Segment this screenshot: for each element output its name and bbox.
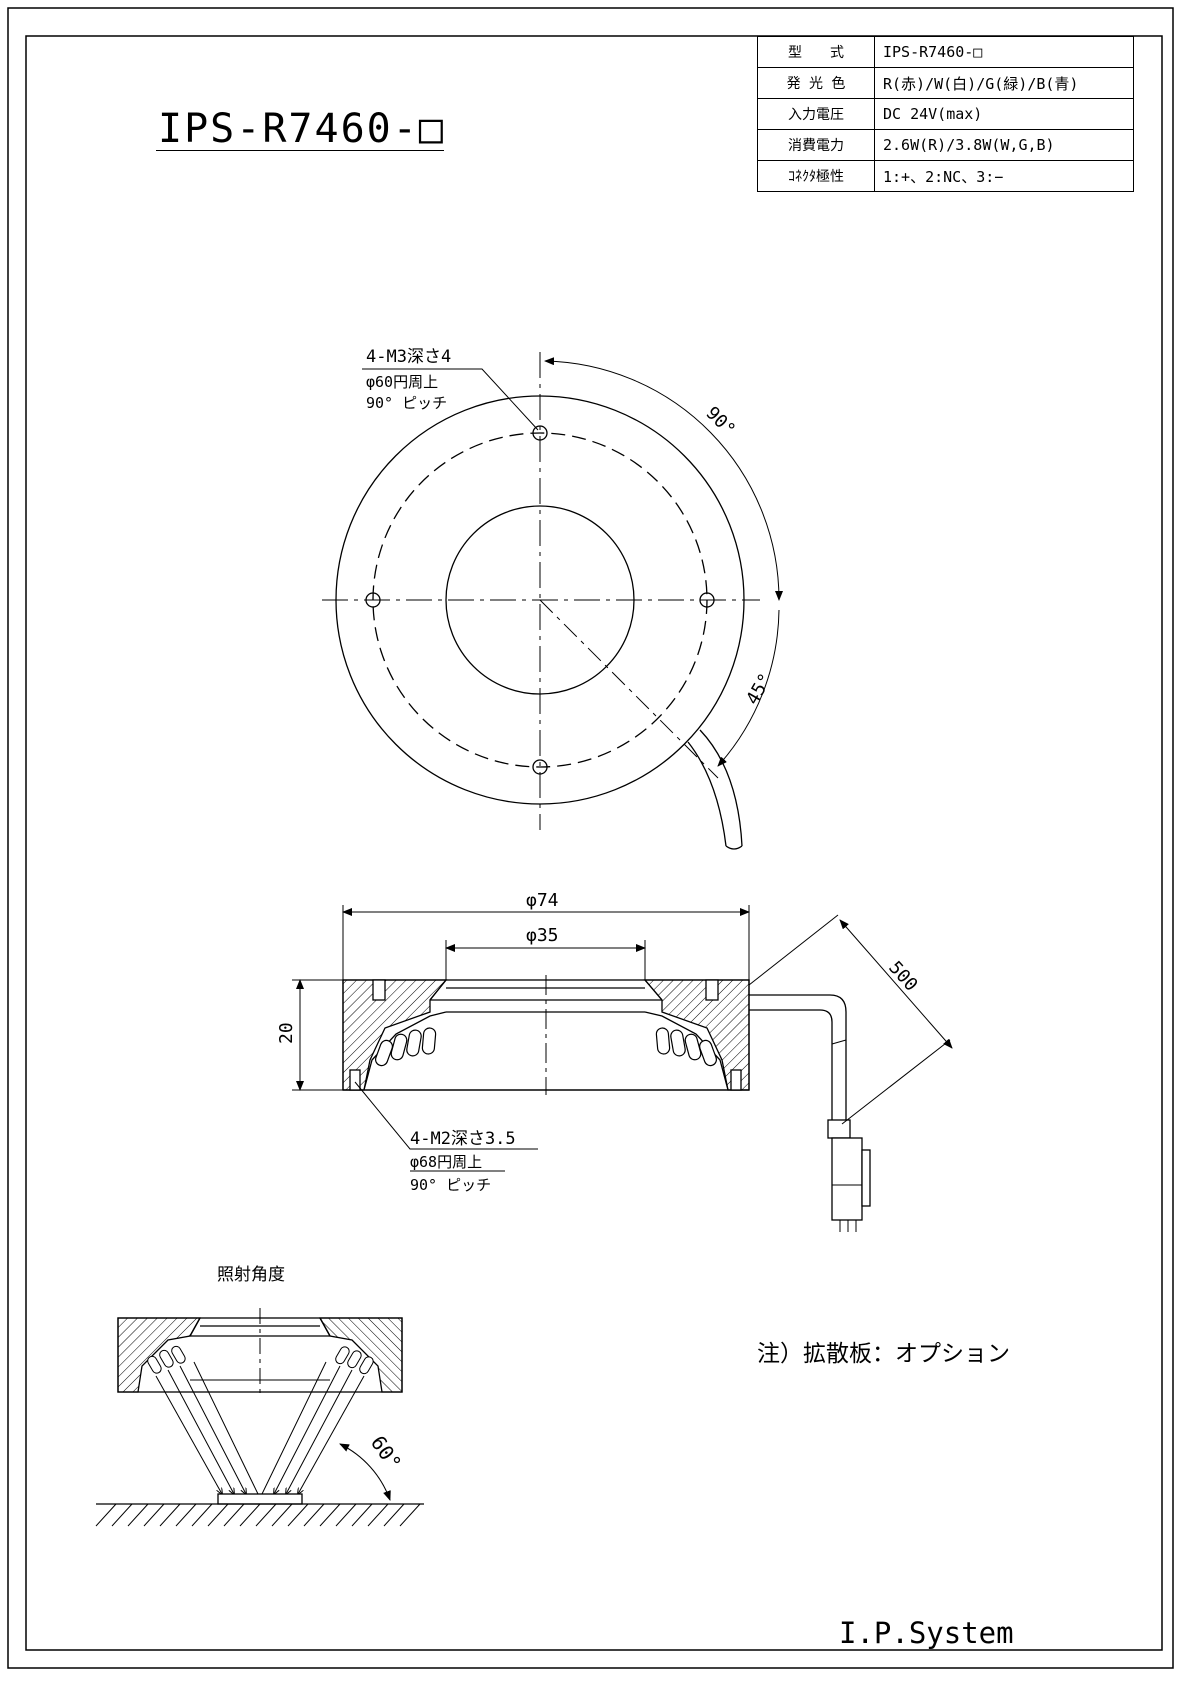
spec-key: ｺﾈｸﾀ極性	[757, 160, 875, 192]
dim-500-label: 500	[884, 957, 921, 995]
top-hole-note-2: φ60円周上	[366, 373, 438, 391]
title-underline	[156, 150, 444, 151]
spec-key: 型 式	[757, 36, 875, 68]
cable	[699, 729, 743, 847]
angle-45-label: 45°	[742, 670, 776, 709]
side-hole-note-2: φ68円周上	[410, 1153, 482, 1171]
screw-hole	[705, 979, 719, 1001]
dim-20-label: 20	[276, 1022, 297, 1044]
sheet-border-outer	[7, 7, 1174, 1669]
screw-hole	[730, 1069, 742, 1091]
spec-value: DC 24V(max)	[874, 98, 1134, 130]
spec-key: 発 光 色	[757, 67, 875, 99]
side-view	[292, 905, 953, 1232]
dim-35-label: φ35	[526, 925, 559, 946]
top-hole-note-1: 4-M3深さ4	[366, 347, 451, 367]
mount-hole	[365, 592, 381, 608]
top-view	[322, 352, 783, 850]
side-hole-note-1: 4-M2深さ3.5	[410, 1129, 516, 1149]
sheet-border-inner	[25, 35, 1163, 1651]
spec-key: 入力電圧	[757, 98, 875, 130]
screw-hole	[349, 1069, 361, 1091]
dim-500-line	[839, 919, 953, 1049]
side-cable	[749, 1009, 833, 1120]
cable	[687, 741, 727, 847]
screw-hole	[372, 979, 386, 1001]
spec-value: 1:+、2:NC、3:−	[874, 160, 1134, 192]
angle-45-arc	[717, 609, 780, 767]
connector	[827, 1119, 851, 1139]
angle-section-title: 照射角度	[217, 1265, 285, 1285]
diffuser-note: 注）拡散板：オプション	[757, 1341, 1010, 1367]
spec-value: 2.6W(R)/3.8W(W,G,B)	[874, 129, 1134, 161]
mount-hole	[532, 759, 548, 775]
spec-value: R(赤)/W(白)/G(緑)/B(青)	[874, 67, 1134, 99]
drawing-title: IPS-R7460-□	[158, 106, 445, 152]
connector-body	[831, 1137, 863, 1221]
dim-74-label: φ74	[526, 890, 559, 911]
target-plate	[217, 1493, 303, 1505]
spec-key: 消費電力	[757, 129, 875, 161]
top-hole-note-3: 90° ピッチ	[366, 394, 447, 412]
side-hole-note-3: 90° ピッチ	[410, 1176, 491, 1194]
spec-value: IPS-R7460-□	[874, 36, 1134, 68]
angle-view	[95, 1308, 424, 1527]
angle-60-arc	[339, 1443, 391, 1501]
angle-90-arc	[544, 357, 783, 601]
angle-60-label: 60°	[366, 1431, 406, 1474]
side-hole-leader	[354, 1081, 538, 1150]
angle-90-label: 90°	[701, 403, 739, 441]
diagonal-45-line	[539, 599, 719, 779]
brand-name: I.P.System	[839, 1616, 1014, 1650]
